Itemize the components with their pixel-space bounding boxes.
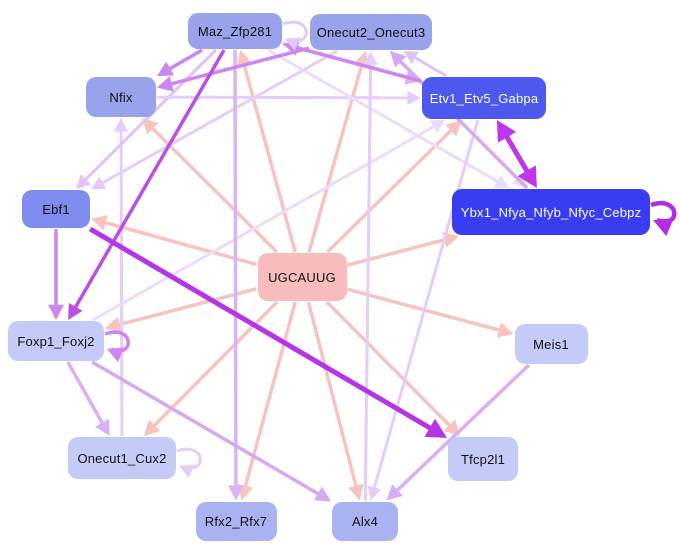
edge-Etv1_Etv5_Gabpa-Ybx1_Nfya_Nfyb_Nfyc_Cebpz-arrowhead bbox=[496, 120, 517, 143]
edge-Foxp1_Foxj2-Etv1_Etv5_Gabpa bbox=[92, 123, 438, 322]
edge-Maz_Zfp281-Ebf1-arrowhead bbox=[76, 174, 91, 189]
edge-Maz_Zfp281-Foxp1_Foxj2-arrowhead bbox=[68, 302, 83, 320]
node-label: Alx4 bbox=[351, 513, 379, 529]
node-Foxp1_Foxj2[interactable]: Foxp1_Foxj2 bbox=[8, 321, 104, 361]
edge-Onecut2_Onecut3-Ebf1-arrowhead bbox=[91, 176, 107, 190]
edge-Ebf1-Tfcp2l1-arrowhead bbox=[424, 418, 447, 438]
node-Alx4[interactable]: Alx4 bbox=[332, 501, 398, 541]
edge-UGCAUUG-Maz_Zfp281 bbox=[241, 59, 297, 253]
node-label: Meis1 bbox=[533, 336, 569, 352]
edge-Foxp1_Foxj2-Foxp1_Foxj2 bbox=[104, 330, 130, 353]
edge-Onecut2_Onecut3-Nfix-arrowhead bbox=[157, 76, 174, 92]
edge-Onecut1_Cux2-Onecut1_Cux2-arrowhead bbox=[179, 464, 195, 478]
node-Onecut2_Onecut3[interactable]: Onecut2_Onecut3 bbox=[310, 14, 432, 50]
edge-Meis1-Alx4 bbox=[393, 363, 531, 495]
edge-Maz_Zfp281-Maz_Zfp281-arrowhead bbox=[285, 37, 301, 51]
node-label: UGCAUUG bbox=[268, 269, 336, 285]
node-label: Rfx2_Rfx7 bbox=[204, 513, 268, 529]
edge-Nfix-Etv1_Etv5_Gabpa-arrowhead bbox=[407, 90, 421, 105]
edge-UGCAUUG-Tfcp2l1-arrowhead bbox=[443, 419, 461, 436]
edge-Onecut2_Onecut3-Ebf1 bbox=[98, 49, 338, 186]
node-label: Etv1_Etv5_Gabpa bbox=[429, 90, 539, 106]
edge-Maz_Zfp281-Nfix bbox=[165, 48, 204, 73]
edge-UGCAUUG-Onecut2_Onecut3 bbox=[307, 60, 365, 253]
node-label: Onecut2_Onecut3 bbox=[316, 24, 426, 40]
edge-Etv1_Etv5_Gabpa-Alx4-arrowhead bbox=[367, 485, 382, 501]
edge-Alx4-Onecut2_Onecut3 bbox=[363, 60, 373, 501]
edge-Foxp1_Foxj2-Alx4-arrowhead bbox=[313, 486, 331, 502]
edge-Maz_Zfp281-Rfx2_Rfx7-arrowhead bbox=[227, 485, 244, 501]
edge-UGCAUUG-Alx4 bbox=[306, 301, 359, 491]
edge-Maz_Zfp281-Foxp1_Foxj2 bbox=[71, 49, 226, 312]
edge-Onecut1_Cux2-Onecut1_Cux2 bbox=[176, 447, 202, 470]
edge-Etv1_Etv5_Gabpa-Ybx1_Nfya_Nfyb_Nfyc_Cebpz-arrowhead bbox=[517, 165, 537, 188]
node-label: Onecut1_Cux2 bbox=[77, 450, 167, 466]
edge-UGCAUUG-Meis1-arrowhead bbox=[496, 322, 514, 338]
edge-Etv1_Etv5_Gabpa-Alx4 bbox=[371, 119, 480, 492]
edge-Etv1_Etv5_Gabpa-Maz_Zfp281 bbox=[292, 44, 422, 83]
edge-Maz_Zfp281-Rfx2_Rfx7 bbox=[233, 49, 238, 490]
node-Etv1_Etv5_Gabpa[interactable]: Etv1_Etv5_Gabpa bbox=[422, 77, 546, 119]
node-label: Nfix bbox=[109, 89, 133, 105]
edge-Foxp1_Foxj2-Onecut1_Cux2-arrowhead bbox=[95, 418, 110, 436]
edge-UGCAUUG-Ybx1_Nfya_Nfyb_Nfyc_Cebpz bbox=[347, 236, 450, 267]
edge-Ebf1-Tfcp2l1 bbox=[88, 226, 437, 434]
edge-Onecut1_Cux2-Nfix-arrowhead bbox=[113, 118, 129, 132]
edge-Etv1_Etv5_Gabpa-Ybx1_Nfya_Nfyb_Nfyc_Cebpz bbox=[501, 130, 532, 178]
edge-UGCAUUG-Nfix-arrowhead bbox=[142, 118, 159, 135]
edge-UGCAUUG-Foxp1_Foxj2 bbox=[114, 287, 257, 328]
edge-Maz_Zfp281-Ybx1_Nfya_Nfyb_Nfyc_Cebpz bbox=[267, 48, 502, 185]
edge-Alx4-Onecut2_Onecut3-arrowhead bbox=[363, 51, 378, 65]
node-Maz_Zfp281[interactable]: Maz_Zfp281 bbox=[188, 13, 282, 49]
edge-UGCAUUG-Ebf1 bbox=[100, 219, 257, 267]
edge-UGCAUUG-Etv1_Etv5_Gabpa bbox=[326, 126, 456, 254]
node-label: Ybx1_Nfya_Nfyb_Nfyc_Cebpz bbox=[460, 204, 642, 220]
edge-Maz_Zfp281-Maz_Zfp281 bbox=[282, 20, 308, 43]
node-Nfix[interactable]: Nfix bbox=[86, 77, 156, 117]
edge-Ebf1-Foxp1_Foxj2-arrowhead bbox=[48, 304, 64, 320]
node-Ebf1[interactable]: Ebf1 bbox=[22, 190, 90, 228]
edge-Ybx1_Nfya_Nfyb_Nfyc_Cebpz-Onecut2_Onecut3-arrowhead bbox=[390, 51, 407, 68]
edge-Foxp1_Foxj2-Etv1_Etv5_Gabpa-arrowhead bbox=[429, 120, 446, 133]
edge-Foxp1_Foxj2-Onecut1_Cux2 bbox=[66, 361, 106, 428]
edge-Maz_Zfp281-Ybx1_Nfya_Nfyb_Nfyc_Cebpz-arrowhead bbox=[493, 175, 510, 188]
node-Ybx1_Nfya_Nfyb_Nfyc_Cebpz[interactable]: Ybx1_Nfya_Nfyb_Nfyc_Cebpz bbox=[452, 189, 650, 235]
node-Onecut1_Cux2[interactable]: Onecut1_Cux2 bbox=[68, 437, 176, 479]
edge-UGCAUUG-Rfx2_Rfx7 bbox=[242, 301, 297, 491]
edge-UGCAUUG-Alx4-arrowhead bbox=[348, 483, 364, 501]
node-label: Tfcp2l1 bbox=[460, 451, 506, 467]
edge-UGCAUUG-Etv1_Etv5_Gabpa-arrowhead bbox=[445, 120, 462, 137]
edge-Ybx1_Nfya_Nfyb_Nfyc_Cebpz-Ybx1_Nfya_Nfyb_Nfyc_Cebpz-arrowhead bbox=[653, 218, 674, 236]
edge-Meis1-Alx4-arrowhead bbox=[386, 484, 404, 501]
edge-Onecut1_Cux2-Nfix bbox=[119, 127, 124, 437]
node-Meis1[interactable]: Meis1 bbox=[514, 324, 588, 364]
edge-Foxp1_Foxj2-Foxp1_Foxj2-arrowhead bbox=[107, 347, 125, 363]
edge-UGCAUUG-Foxp1_Foxj2-arrowhead bbox=[105, 316, 122, 333]
node-label: Maz_Zfp281 bbox=[197, 23, 273, 39]
edge-UGCAUUG-Ebf1-arrowhead bbox=[91, 215, 108, 231]
edge-Foxp1_Foxj2-Alx4 bbox=[91, 360, 323, 498]
edge-Etv1_Etv5_Gabpa-Onecut2_Onecut3 bbox=[410, 54, 448, 78]
edge-UGCAUUG-Tfcp2l1 bbox=[325, 300, 454, 430]
node-label: Ebf1 bbox=[42, 201, 70, 217]
node-Tfcp2l1[interactable]: Tfcp2l1 bbox=[448, 437, 518, 481]
edge-Onecut2_Onecut3-Nfix bbox=[166, 46, 310, 87]
edge-Etv1_Etv5_Gabpa-Onecut2_Onecut3-arrowhead bbox=[403, 51, 419, 64]
edge-Maz_Zfp281-Nfix-arrowhead bbox=[157, 61, 175, 77]
edge-UGCAUUG-Onecut1_Cux2-arrowhead bbox=[143, 419, 161, 436]
node-Rfx2_Rfx7[interactable]: Rfx2_Rfx7 bbox=[195, 501, 277, 541]
node-label: Foxp1_Foxj2 bbox=[17, 333, 95, 349]
node-UGCAUUG[interactable]: UGCAUUG bbox=[257, 253, 347, 301]
edge-UGCAUUG-Nfix bbox=[148, 124, 279, 254]
